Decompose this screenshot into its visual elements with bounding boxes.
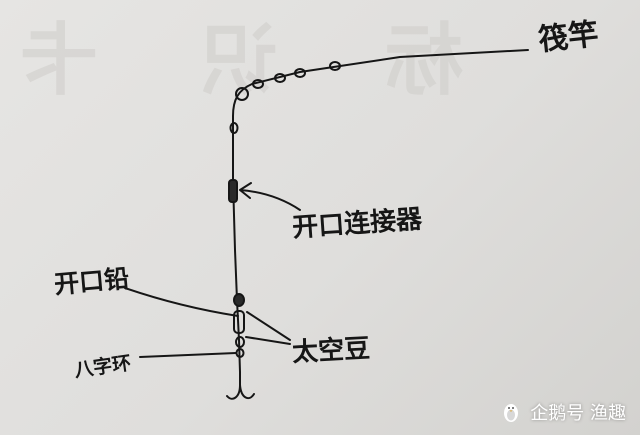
rod-guide-ring xyxy=(294,68,306,78)
rod-guide-ring xyxy=(274,73,286,83)
snap-connector-shape xyxy=(228,179,238,203)
bean-stopper-pointer xyxy=(245,336,291,345)
label-open-bead: 开口铅 xyxy=(53,263,131,300)
rod-guide-ring xyxy=(229,122,239,134)
rod-guide-ring xyxy=(252,79,264,89)
rod-line xyxy=(232,49,529,386)
hook-shape xyxy=(226,384,255,400)
rod-tip-ring xyxy=(235,87,249,101)
open-bead-pointer xyxy=(124,287,239,317)
bean-stopper-shape xyxy=(233,310,245,334)
watermark-text: 企鹅号 渔趣 xyxy=(530,403,626,424)
label-rod: 筏竿 xyxy=(536,16,601,59)
rod-guide-ring xyxy=(329,61,341,71)
snap-connector-arrow xyxy=(239,182,301,211)
open-bead-shape xyxy=(233,293,245,307)
bean-stopper-pointer xyxy=(246,311,291,341)
label-bean-stopper: 太空豆 xyxy=(291,333,371,369)
swivel-pointer xyxy=(139,352,237,358)
penguin-icon xyxy=(504,404,519,422)
bean-stopper-shape xyxy=(235,336,245,348)
watermark: 企鹅号 渔趣 xyxy=(500,399,626,425)
